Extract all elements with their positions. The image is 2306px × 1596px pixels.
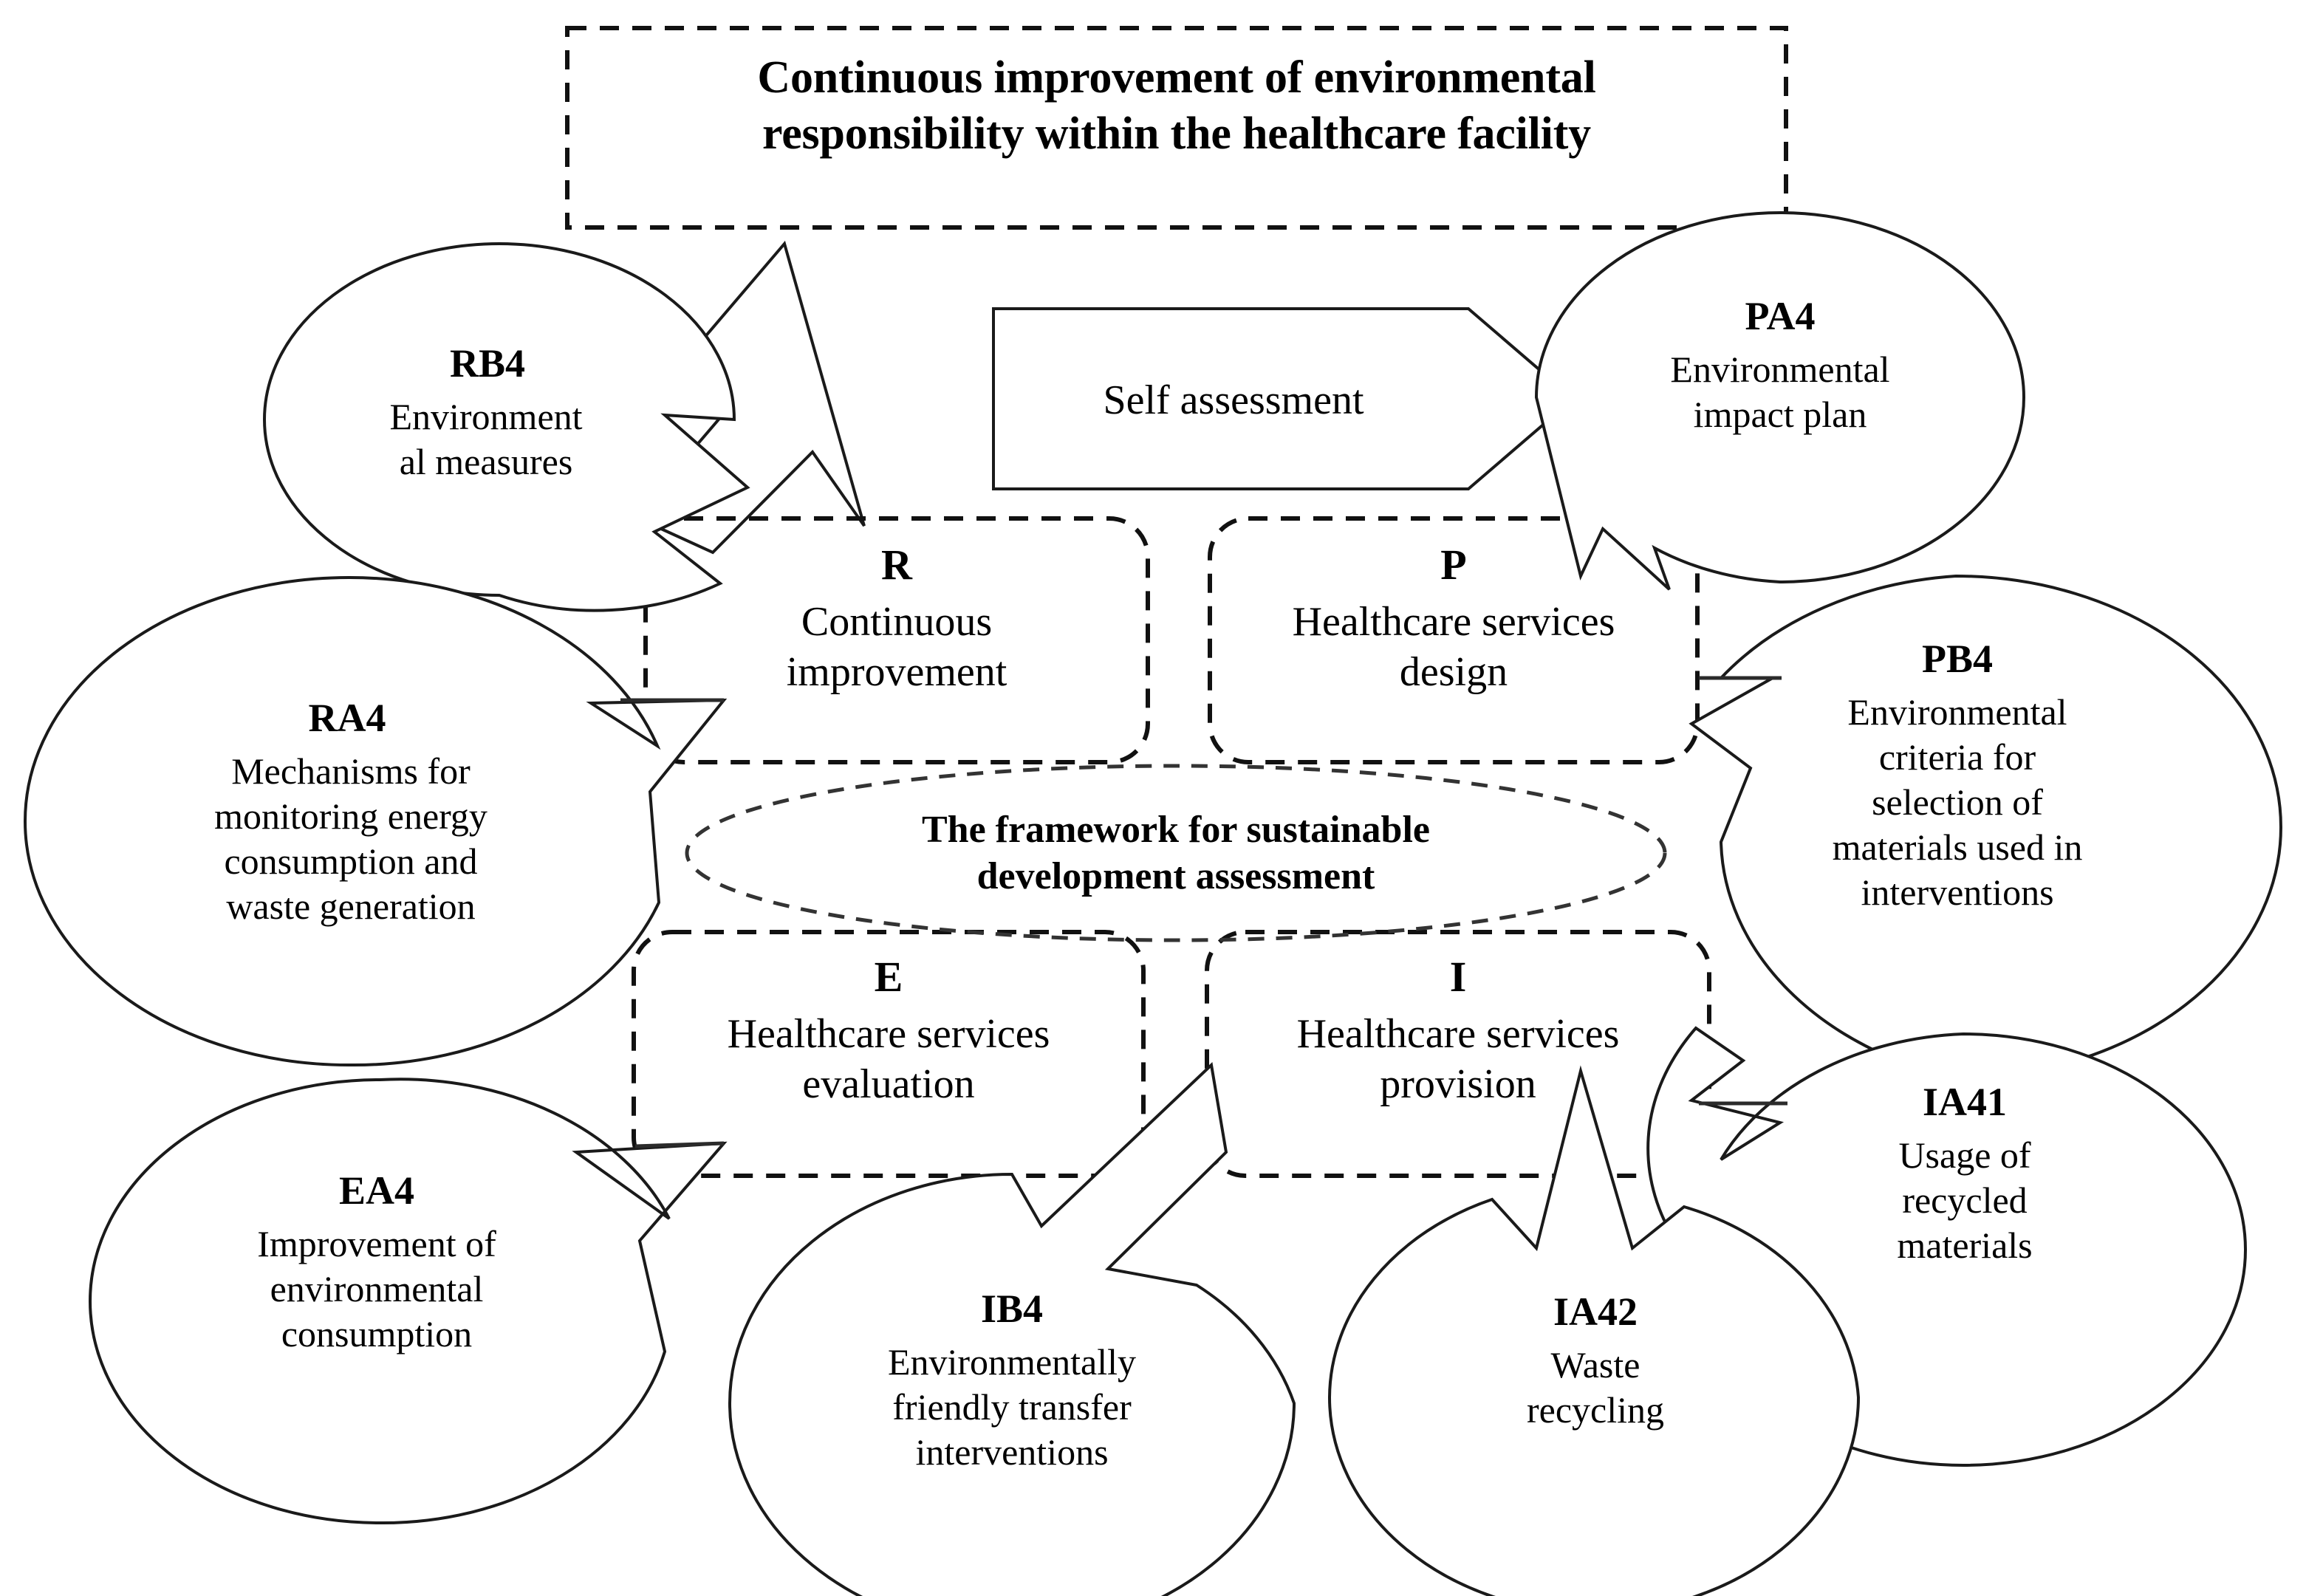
callout-code-IA42: IA42 (1553, 1290, 1638, 1334)
quadrant-title-R: Continuous improvement (786, 599, 1007, 696)
callout-code-RB4: RB4 (449, 341, 525, 386)
quadrant-title-E: Healthcare services evaluation (727, 1011, 1050, 1108)
quadrant-title-P: Healthcare services design (1292, 599, 1615, 696)
callout-text-IA42: Waste recycling (1526, 1344, 1664, 1431)
quadrant-code-E: E (874, 953, 903, 1001)
callout-shape-IB4[interactable] (728, 1061, 1296, 1596)
quadrant-code-P: P (1440, 541, 1467, 589)
self-assessment-shape (992, 307, 1576, 490)
callout-text-EA4: Improvement of environmental consumption (257, 1223, 496, 1354)
quadrant-box-P[interactable] (1208, 516, 1700, 764)
goal-box-outline (565, 26, 1788, 230)
callout-code-PB4: PB4 (1921, 637, 1993, 681)
callout-shape-PA4[interactable] (1534, 210, 2026, 591)
callout-code-PA4: PA4 (1745, 294, 1816, 338)
center-framework-ellipse (685, 764, 1667, 942)
callout-code-IA41: IA41 (1922, 1080, 2007, 1124)
quadrant-code-I: I (1449, 953, 1467, 1001)
callout-text-PA4: Environmental impact plan (1670, 349, 1890, 435)
callout-text-PB4: Environmental criteria for selection of … (1832, 691, 2083, 913)
goal-box-text: Continuous improvement of environmental … (757, 52, 1596, 159)
callout-code-IB4: IB4 (980, 1287, 1044, 1331)
callout-text-RB4: Environment al measures (389, 396, 583, 482)
callout-code-EA4: EA4 (338, 1168, 414, 1213)
callout-shape-IA42[interactable] (1327, 1065, 1861, 1596)
center-framework-text: The framework for sustainable developmen… (921, 809, 1430, 898)
callout-shape-PB4[interactable] (1689, 574, 2283, 1080)
connector-EA4-to-E (634, 1141, 725, 1148)
callout-text-RA4: Mechanisms for monitoring energy consump… (214, 750, 487, 927)
callout-shape-EA4[interactable] (88, 1078, 728, 1525)
callout-shape-RB4[interactable] (262, 242, 750, 612)
callout-text-IA41: Usage of recycled materials (1897, 1134, 2033, 1266)
self-assessment-label: Self assessment (1103, 377, 1364, 423)
callout-text-IB4: Environmentally friendly transfer interv… (887, 1341, 1137, 1473)
quadrant-box-R[interactable] (643, 516, 1150, 764)
callout-code-RA4: RA4 (308, 696, 386, 740)
quadrant-title-I: Healthcare services provision (1296, 1011, 1620, 1108)
quadrant-code-R: R (881, 541, 912, 589)
